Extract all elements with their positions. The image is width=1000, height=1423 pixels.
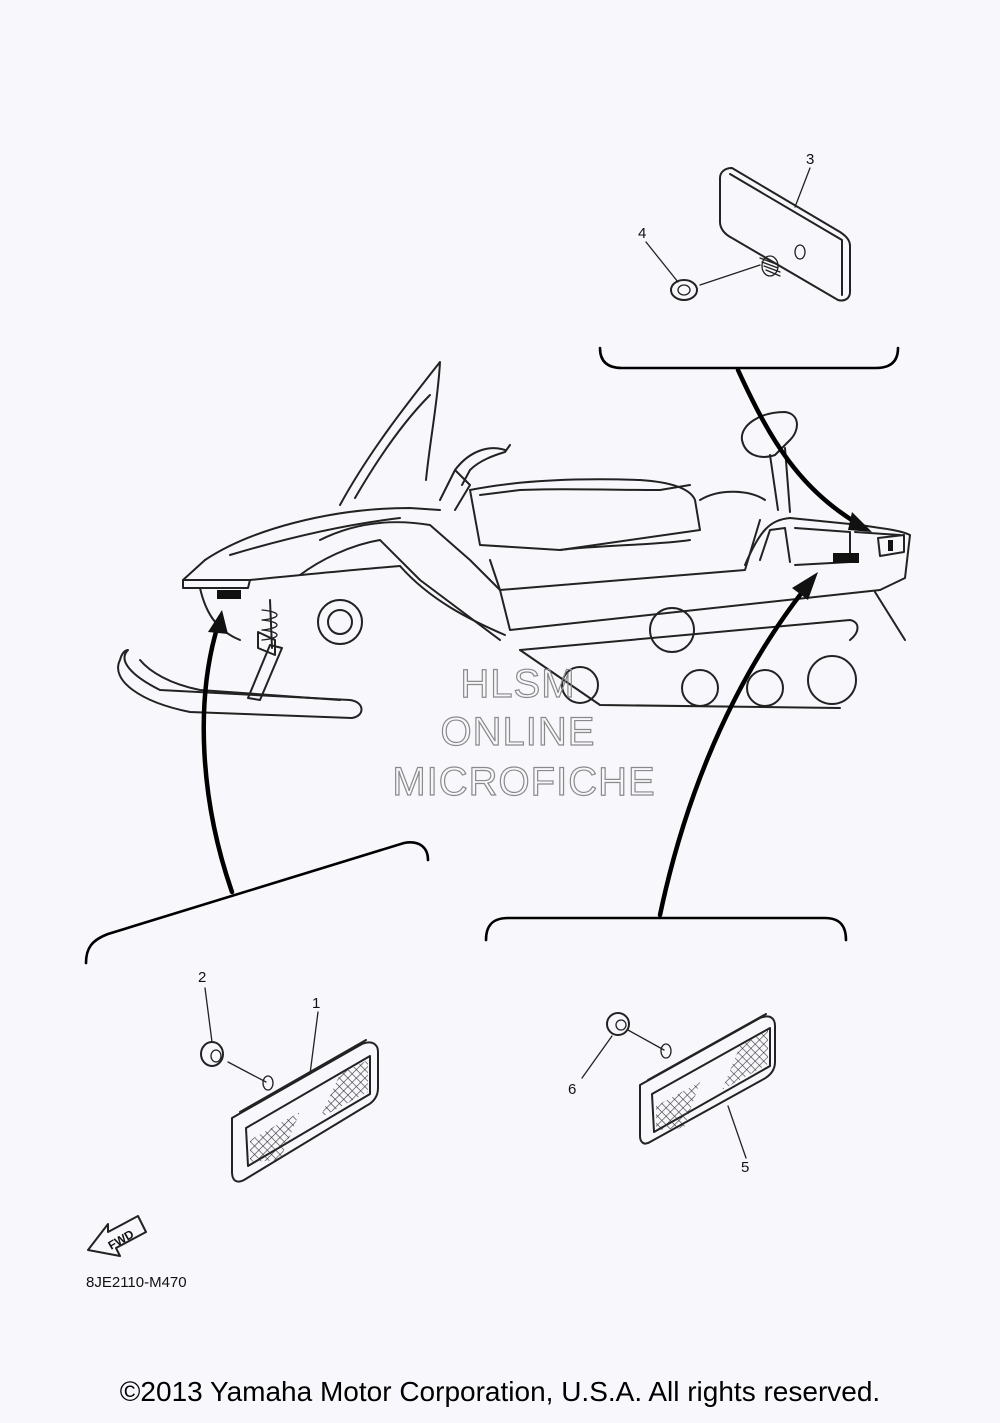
diagram-code: 8JE2110-M470 [86,1274,187,1291]
callout-brackets [84,346,900,965]
part-assembly-5-6 [581,1012,776,1159]
part-label-3: 3 [806,151,814,168]
copyright-notice: ©2013 Yamaha Motor Corporation, U.S.A. A… [119,1376,881,1407]
part-label-6: 6 [568,1081,576,1098]
part-label-5: 5 [741,1159,749,1176]
part-assembly-3-4 [645,167,851,302]
part-assembly-1-2 [200,987,379,1183]
watermark: HLSM ONLINE MICROFICHE [392,661,656,804]
fwd-arrow-icon: FWD [87,1215,147,1257]
watermark-line-1: HLSM [460,662,575,706]
watermark-line-2: ONLINE [441,710,596,754]
part-label-1: 1 [312,995,320,1012]
part-number-labels: 3 4 2 1 6 5 [198,151,814,1176]
watermark-line-3: MICROFICHE [392,760,655,804]
part-label-2: 2 [198,969,206,986]
part-label-4: 4 [638,225,646,242]
pointer-arrows [201,367,872,918]
snowmobile-illustration [117,361,911,719]
